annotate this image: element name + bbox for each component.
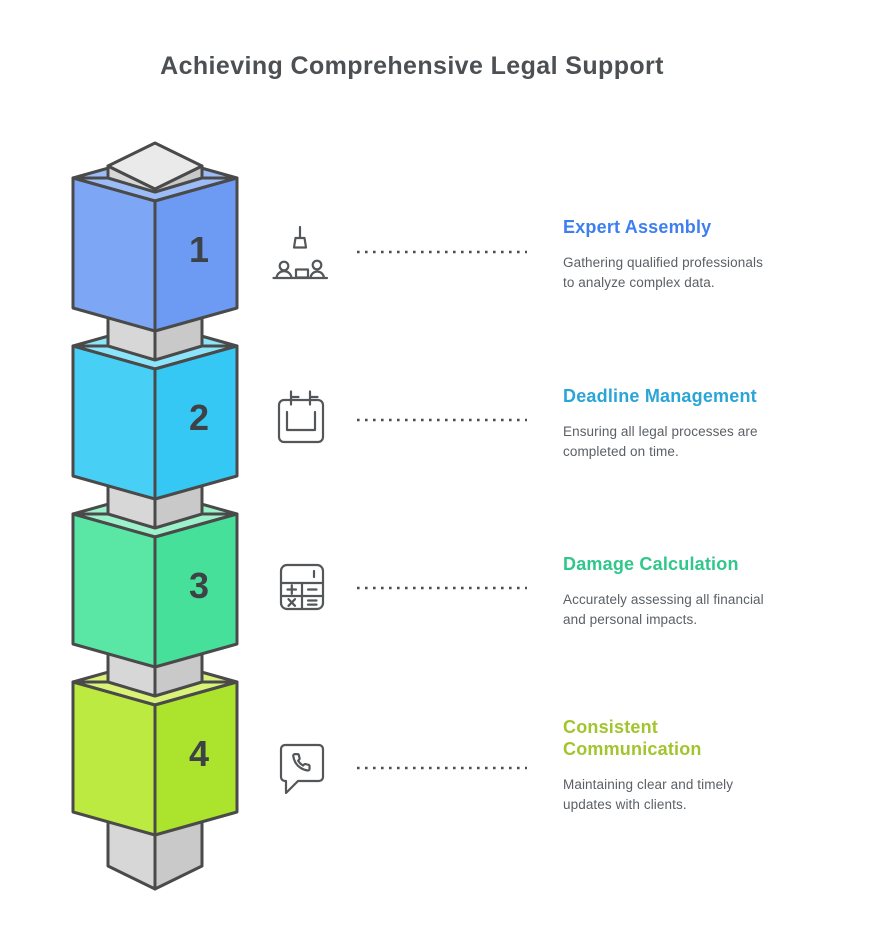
block-2-right-face (153, 344, 239, 501)
step-2-text: Deadline Management Ensuring all legal p… (563, 385, 825, 462)
calculator-icon (279, 563, 325, 611)
step-3-heading: Damage Calculation (563, 554, 739, 574)
page-title: Achieving Comprehensive Legal Support (160, 52, 664, 80)
block-1-right-face (153, 176, 239, 333)
step-2-description: Ensuring all legal processes are complet… (563, 424, 758, 459)
step-3-text: Damage Calculation Accurately assessing … (563, 553, 825, 630)
block-3-left-face (71, 512, 157, 669)
block-4-left-face (71, 680, 157, 837)
step-4-heading: Consistent Communication (563, 717, 702, 759)
block-1-number: 1 (189, 229, 209, 270)
block-4-number: 4 (189, 733, 209, 774)
step-1-text: Expert Assembly Gathering qualified prof… (563, 216, 825, 293)
block-1-left-face (71, 176, 157, 333)
tower-block-4: 4 (71, 680, 239, 837)
phone-chat-icon (279, 743, 325, 795)
step-icons (272, 225, 329, 795)
step-1-heading: Expert Assembly (563, 217, 712, 237)
pillar-top-face (106, 141, 204, 191)
meeting-people-icon (272, 225, 329, 280)
block-4-right-face (153, 680, 239, 837)
step-4-text: Consistent Communication Maintaining cle… (563, 716, 825, 815)
dotted-connectors (357, 250, 527, 770)
block-3-right-face (153, 512, 239, 669)
block-2-left-face (71, 344, 157, 501)
tower-block-3: 3 (71, 512, 239, 669)
step-3-description: Accurately assessing all financial and p… (563, 592, 764, 627)
calendar-icon (277, 390, 325, 444)
tower-block-1: 1 (71, 176, 239, 333)
step-1-description: Gathering qualified professionals to ana… (563, 255, 763, 290)
block-3-number: 3 (189, 565, 209, 606)
step-2-heading: Deadline Management (563, 386, 757, 406)
step-4-description: Maintaining clear and timely updates wit… (563, 777, 734, 812)
block-2-number: 2 (189, 397, 209, 438)
tower-block-2: 2 (71, 344, 239, 501)
